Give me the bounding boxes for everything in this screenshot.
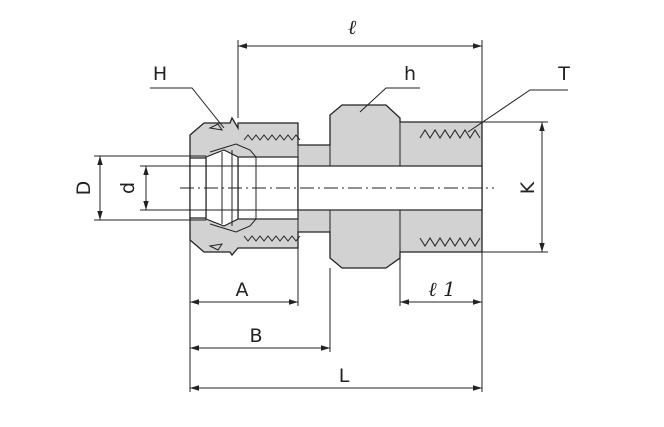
label-B: B [249,325,262,347]
leader-lines [150,87,568,133]
label-L: L [339,365,350,387]
dimension-lines [97,43,545,391]
label-d: d [117,182,139,194]
label-T: T [557,63,570,85]
label-D: D [73,181,95,196]
label-A: A [236,279,249,301]
label-H: H [153,63,167,85]
extension-lines [94,40,548,392]
label-l: ℓ [348,15,357,39]
fitting-body [189,104,483,269]
label-h: h [404,63,416,85]
label-K: K [517,181,539,194]
label-l1: ℓ 1 [428,277,455,301]
